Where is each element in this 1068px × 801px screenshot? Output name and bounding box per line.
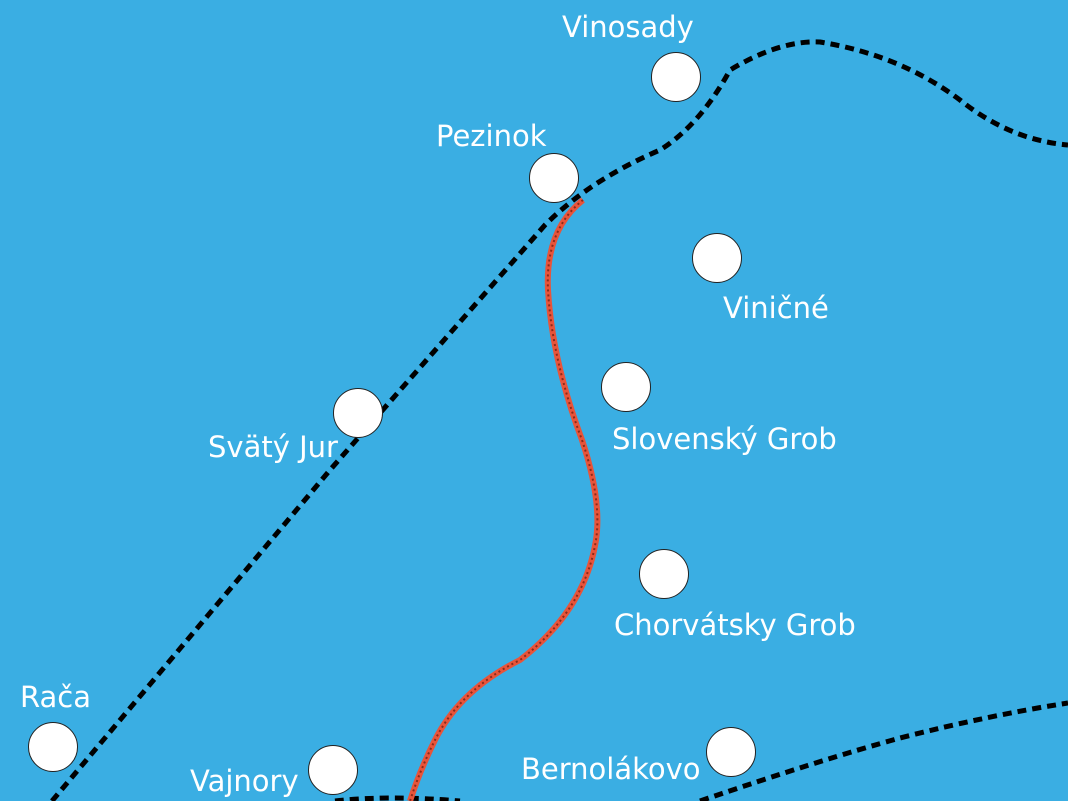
route-line	[407, 197, 601, 801]
town-label-svaty-jur: Svätý Jur	[208, 430, 338, 464]
town-dot-bernolakovo[interactable]	[706, 727, 756, 777]
town-dot-vajnory[interactable]	[308, 745, 358, 795]
route-line-texture	[409, 199, 599, 801]
town-label-pezinok: Pezinok	[436, 119, 547, 153]
town-label-raca: Rača	[20, 680, 91, 714]
town-dot-vinosady[interactable]	[651, 52, 701, 102]
town-label-bernolakovo: Bernolákovo	[521, 752, 701, 786]
town-dot-svaty-jur[interactable]	[333, 388, 383, 438]
town-dot-pezinok[interactable]	[529, 153, 579, 203]
town-label-chorvatsky-grob: Chorvátsky Grob	[614, 608, 856, 642]
town-dot-slovensky-grob[interactable]	[601, 362, 651, 412]
town-label-vinosady: Vinosady	[562, 10, 694, 44]
town-dot-chorvatsky-grob[interactable]	[639, 549, 689, 599]
town-dot-vinicne[interactable]	[692, 233, 742, 283]
town-label-slovensky-grob: Slovenský Grob	[612, 422, 837, 456]
town-dot-raca[interactable]	[28, 722, 78, 772]
town-label-vinicne: Viničné	[723, 291, 829, 325]
town-label-vajnory: Vajnory	[190, 764, 299, 798]
railway-line-main	[50, 39, 1068, 801]
railway-line-south	[334, 795, 461, 801]
